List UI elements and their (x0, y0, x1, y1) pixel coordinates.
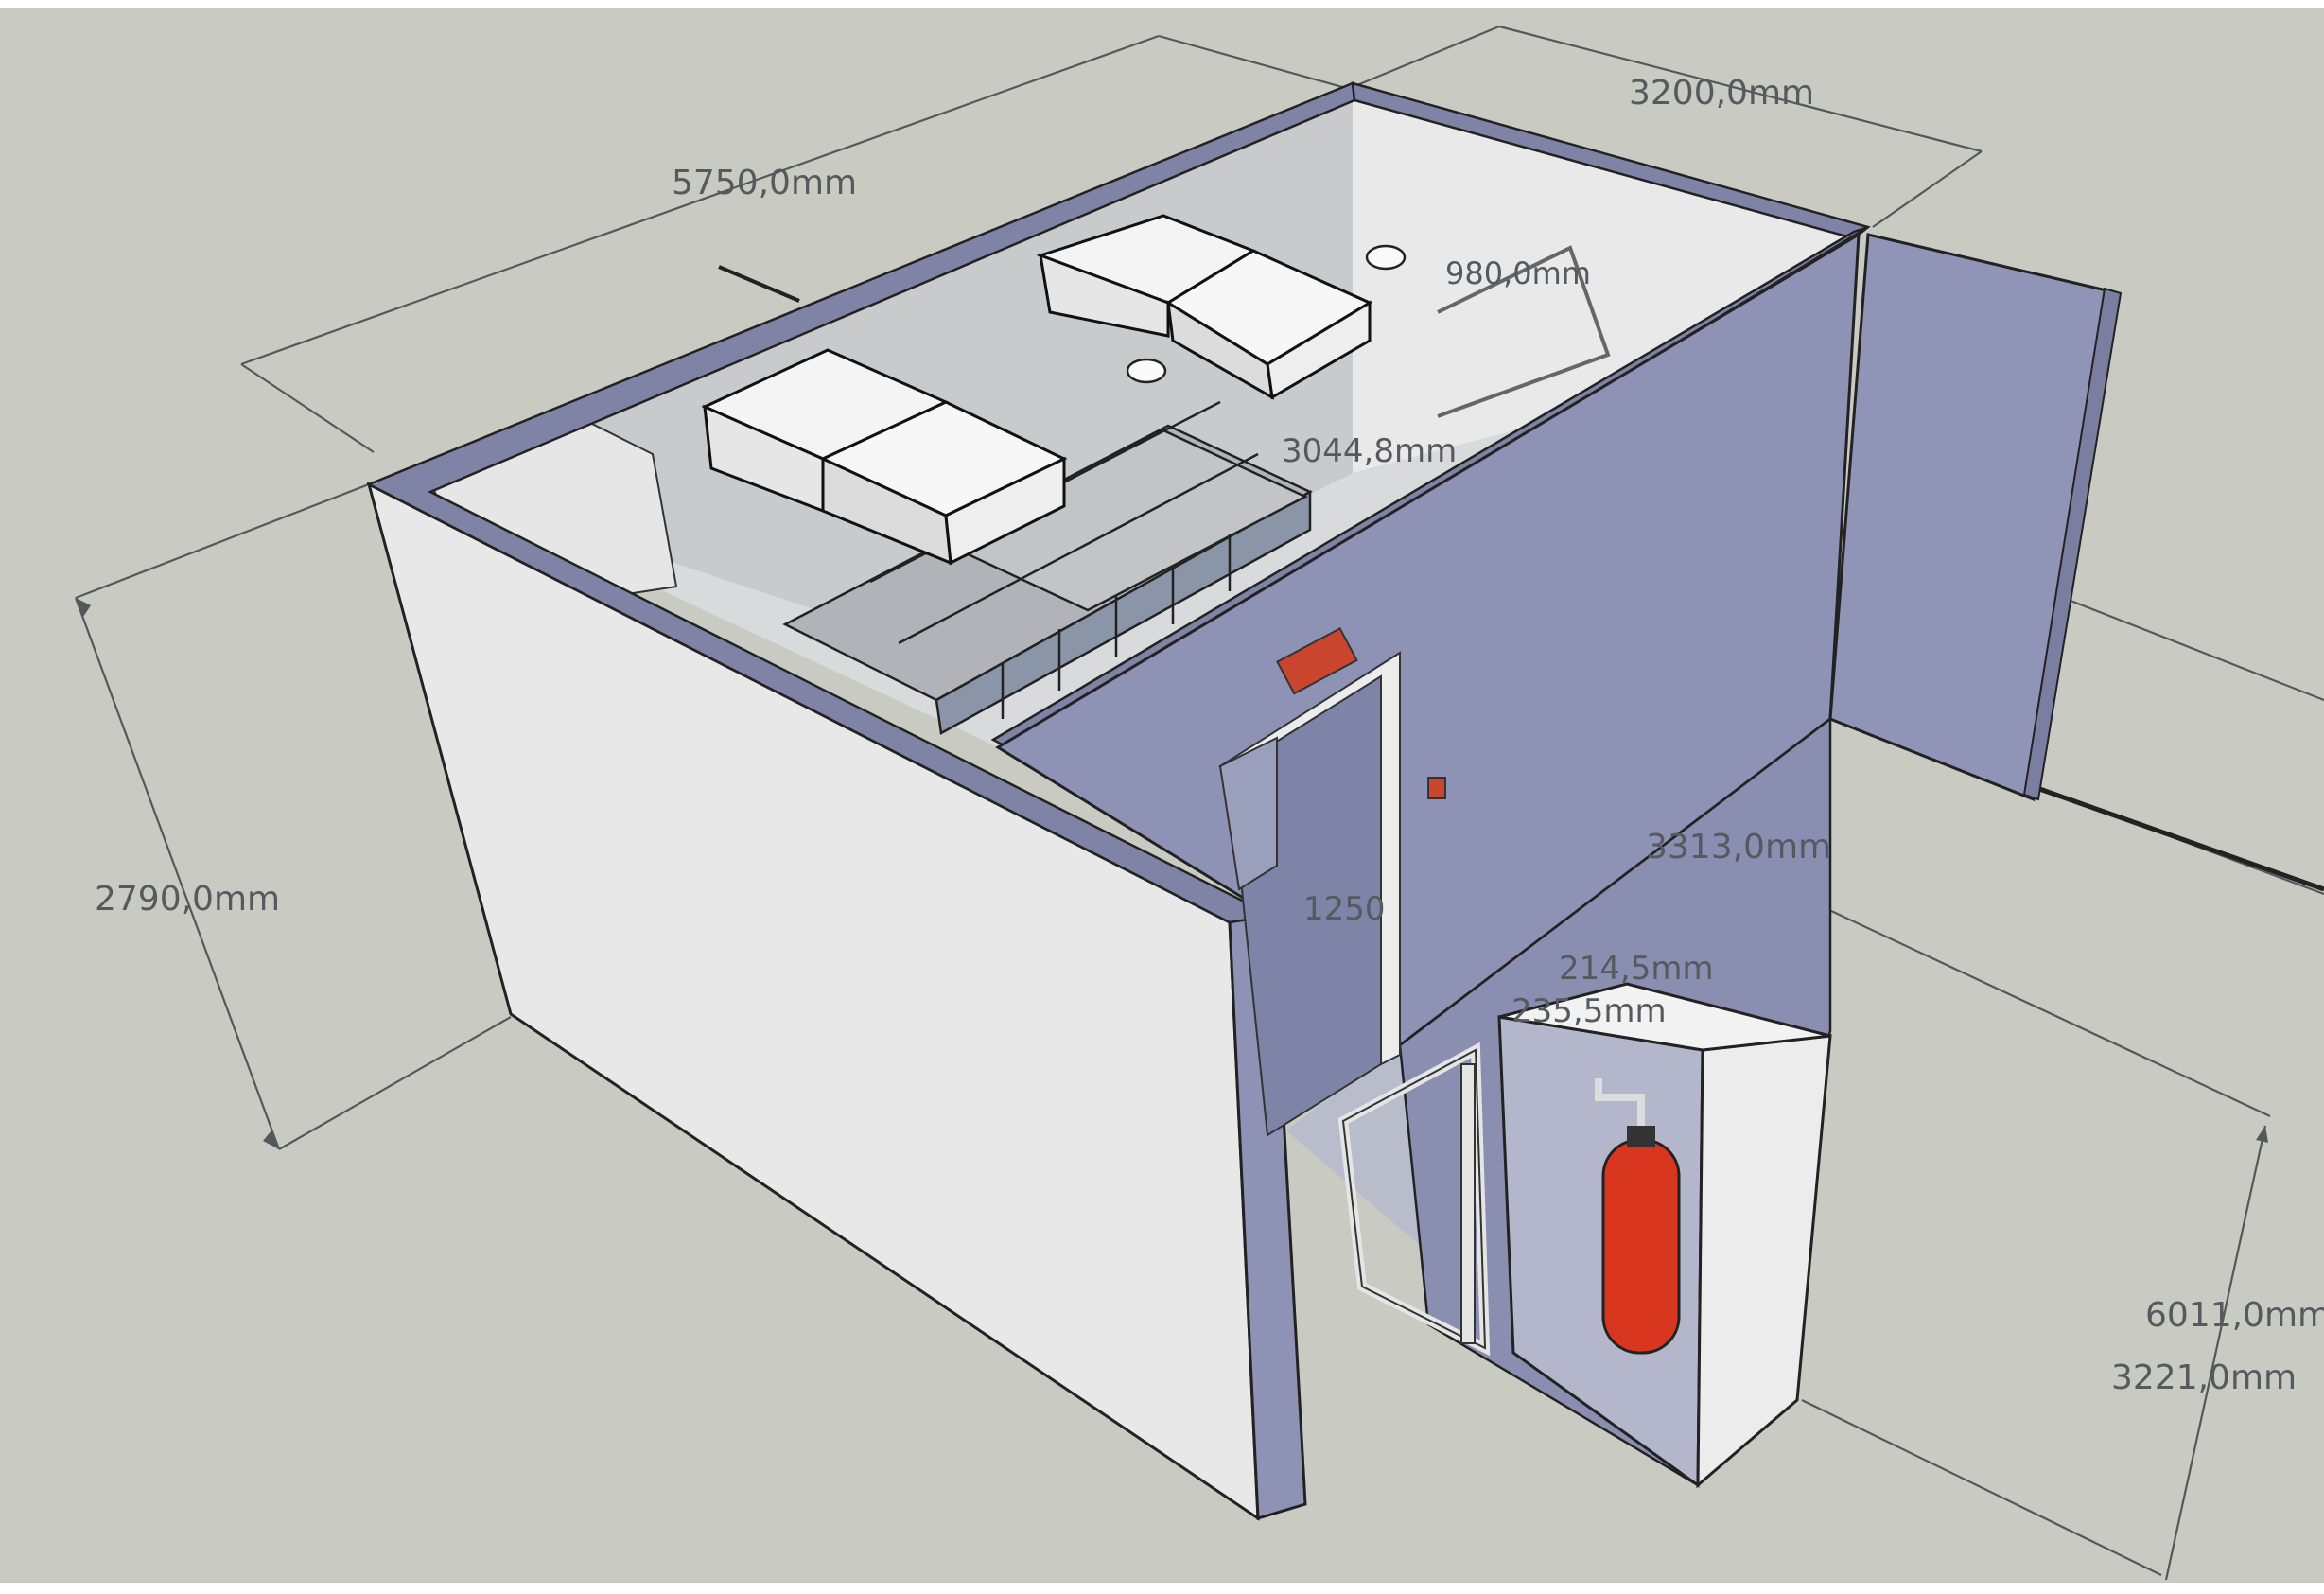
floor-sensor (1126, 358, 1167, 384)
dim-inner-b: 3044,8mm (1282, 432, 1457, 470)
dim-top-width: 3200,0mm (1629, 74, 1814, 113)
outer-stub-line (718, 265, 800, 303)
exit-sign (1276, 627, 1358, 695)
interior-back-wall-right (1353, 87, 1854, 473)
dimension-labels: 5750,0mm 3200,0mm 2790,0mm 980,0mm 3044,… (95, 74, 2324, 1397)
vestibule-handle (1460, 1063, 1476, 1344)
open-door-panel (1218, 736, 1278, 891)
dim-inner-a: 980,0mm (1445, 255, 1591, 291)
ac-units-back (1036, 214, 1373, 400)
dim-small-a: 214,5mm (1559, 950, 1714, 988)
dim-height: 2790,0mm (95, 880, 280, 919)
right-end-wall-edge (2022, 287, 2123, 801)
dim-door-width: 1250 (1303, 890, 1386, 928)
dim-right-part: 3221,0mm (2111, 1358, 2297, 1397)
cabinet-top (1498, 982, 1831, 1052)
dim-small-b: 235,5mm (1511, 992, 1667, 1030)
ceiling-sensor (1365, 244, 1407, 271)
dim-right-mid: 3313,0mm (1646, 828, 1831, 867)
ground-edge-line (2028, 782, 2324, 892)
vestibule-door-frame-line (1341, 1048, 1487, 1350)
wall-switch (1427, 777, 1446, 799)
pipe-line (1437, 245, 1611, 418)
server-racks (782, 400, 1313, 735)
fire-extinguisher-icon (1595, 1078, 1681, 1355)
dim-top-length: 5750,0mm (672, 164, 857, 202)
ac-units-front (701, 348, 1068, 566)
dim-right-total: 6011,0mm (2145, 1296, 2324, 1335)
